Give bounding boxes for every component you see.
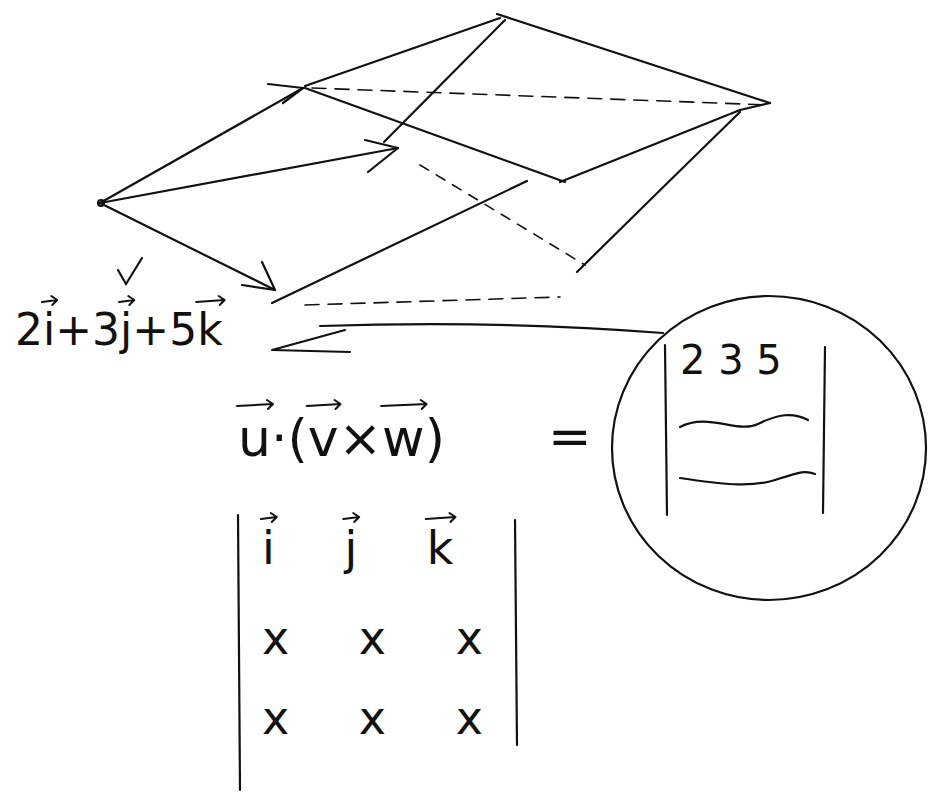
vector-arrow [100,88,303,203]
determinant-bar [823,347,825,513]
scribble-row [680,472,815,484]
determinant-row: 2 3 5 [680,340,782,380]
math-expression: i j k [262,525,453,571]
math-expression: = [548,410,592,462]
circle-outline [608,292,930,604]
math-expression: x x x [262,695,483,741]
math-expression: x x x [262,615,483,661]
solid-edge [305,18,500,86]
hidden-edge [420,165,585,265]
arrow-head [242,262,275,290]
solid-edge [272,181,527,303]
arrow-head [365,140,398,172]
vector-accent [261,513,277,522]
vector-accent [196,296,225,305]
math-expression: 2i+3j+5k [15,308,223,352]
circled-determinant: 2 3 5 [608,292,930,604]
solid-edge [497,14,770,103]
determinant-bar [515,520,517,745]
vector-accent [307,400,341,409]
solid-edge [560,110,740,182]
pointer-mark [126,258,142,284]
vector-accent [343,513,359,522]
solid-edge [305,88,565,182]
leader-line [320,324,663,333]
arrow-head [268,84,303,103]
determinant-bar [665,345,667,515]
vector-accent [119,296,134,305]
scribble-row [680,415,808,427]
hidden-edge [312,88,770,105]
pointer-mark [118,270,126,284]
vector-accent [42,296,57,305]
vector-accent [381,400,427,409]
determinant-bar [238,515,240,790]
hidden-edge [305,297,560,305]
circle-outline [612,296,926,600]
origin-dot [98,200,104,206]
solid-edge [577,112,740,272]
math-expression: u·(v×w) [238,412,445,464]
vector-accent [237,400,273,409]
vector-accent [426,513,456,522]
vector-arrow [100,203,275,290]
leader-arrow [272,330,350,352]
vector-arrow [100,148,398,203]
